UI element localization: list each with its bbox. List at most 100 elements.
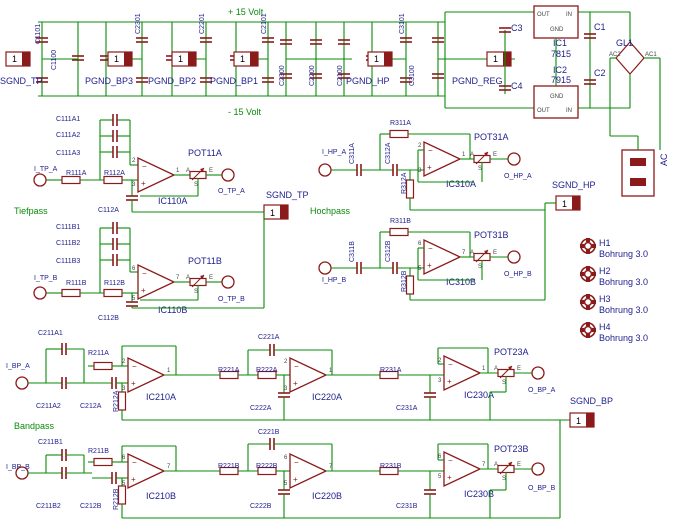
in-tp-b-label: I_TP_B <box>34 275 58 282</box>
out-hp-b-terminal <box>507 250 521 264</box>
gnd-tp-connector <box>5 51 31 67</box>
ic230b-pin6: 6 <box>438 454 442 460</box>
ic1-regulator <box>533 5 579 39</box>
c2300-label: C2300 <box>279 65 286 86</box>
pot11a-label: POT11A <box>188 148 222 158</box>
c111b2-label: C111B2 <box>56 240 80 247</box>
lowpass-b: C111B1 C111B2 C111B3 I_TP_B R111B R112B … <box>33 221 264 322</box>
gnd-bp1-connector <box>233 51 259 67</box>
pot23b-s: S <box>502 476 506 482</box>
pot31a-label: POT31A <box>474 132 509 142</box>
hole-h2-name: H2 <box>599 266 611 276</box>
pot23a-s: S <box>502 380 506 386</box>
c221b-label: C221B <box>258 429 280 436</box>
ic310b-pin5: 5 <box>418 266 422 272</box>
ic110a-pin2: 2 <box>132 158 136 164</box>
decoupling-bp2: 1 PGND_BP2 C2201 <box>148 13 213 96</box>
ic220b-pin7: 7 <box>329 464 333 470</box>
bandpass-section-label: Bandpass <box>14 421 55 431</box>
c212a-label: C212A <box>80 403 102 410</box>
hole-h1-name: H1 <box>599 238 611 248</box>
ic2-part: 7915 <box>551 75 571 85</box>
out-bp-b-label: O_BP_B <box>528 485 556 492</box>
out-tp-a-label: O_TP_A <box>218 188 245 195</box>
r112b-label: R112B <box>104 280 125 287</box>
sgnd-tp-pin: 1 <box>270 208 275 218</box>
decoupling-tp: 1 SGND_TP C1101 C1100 <box>0 22 85 96</box>
ic230a-pin1: 1 <box>482 366 486 372</box>
pot23b-e: E <box>517 462 521 468</box>
pot23b-a: A <box>494 462 498 468</box>
r212a-label: R212A <box>113 390 120 412</box>
ic210a-pin1: 1 <box>167 368 171 374</box>
c2200-label: C2200 <box>309 65 316 86</box>
r221a-label: R221A <box>218 367 240 374</box>
c231a-label: C231A <box>396 405 418 412</box>
pot23a-a: A <box>494 366 498 372</box>
ic220b-label: IC220B <box>312 491 342 501</box>
negative-rail-label: - 15 Volt <box>228 107 262 117</box>
bridge-label: GL1 <box>616 38 633 48</box>
ic230a-pin2: 2 <box>438 358 442 364</box>
c4-label: C4 <box>511 81 523 91</box>
ic110b-pin6: 6 <box>132 266 136 272</box>
sgnd-tp-label: SGND_TP <box>266 190 309 200</box>
c111a3-label: C111A3 <box>56 150 80 157</box>
out-hp-a-label: O_HP_A <box>504 173 532 180</box>
ic110b-pin7: 7 <box>176 275 180 281</box>
gnd-bp1-label: PGND_BP1 <box>210 76 258 86</box>
hole-h4-icon <box>579 321 597 339</box>
c211a1-label: C211A1 <box>38 330 63 337</box>
ic2-label: IC2 <box>553 65 567 75</box>
ic220a-label: IC220A <box>312 392 342 402</box>
decoupling-bp1: 1 PGND_BP1 C2101 <box>210 13 275 96</box>
pot31b-label: POT31B <box>474 230 509 240</box>
c211b1-label: C211B1 <box>38 439 63 446</box>
c311a-label: C311A <box>349 143 356 164</box>
opamp-ic310a <box>423 141 461 177</box>
lowpass-section-label: Tiefpass <box>14 206 48 216</box>
gnd-bp1-pin: 1 <box>240 54 245 64</box>
pot31b-s: S <box>478 264 482 270</box>
ac-label: AC <box>659 153 669 166</box>
c1100-label: C1100 <box>51 50 58 70</box>
gnd-reg-pin: 1 <box>493 54 498 64</box>
out-tp-a-terminal <box>221 168 235 182</box>
opamp-ic310b <box>423 239 461 275</box>
lowpass-a: C111A1 C111A2 C111A3 I_TP_A R111A R112A … <box>33 113 264 214</box>
gnd-bp2-label: PGND_BP2 <box>148 76 196 86</box>
ic1-label: IC1 <box>553 38 567 48</box>
c111a1-label: C111A1 <box>56 116 80 123</box>
hole-h4-desc: Bohrung 3.0 <box>599 333 648 343</box>
r112a-label: R112A <box>104 170 125 177</box>
in-hp-a-label: I_HP_A <box>322 149 346 156</box>
in-tp-b-terminal <box>33 286 47 300</box>
ic230a-label: IC230A <box>464 390 494 400</box>
ic210a-pin2: 2 <box>122 359 126 365</box>
gnd-reg-label: PGND_REG <box>452 76 503 86</box>
ic310b-label: IC310B <box>446 277 476 287</box>
r231a-label: R231A <box>380 367 402 374</box>
c2301-label: C2301 <box>135 13 142 34</box>
c221a-label: C221A <box>258 334 280 341</box>
hole-h1-desc: Bohrung 3.0 <box>599 249 648 259</box>
decoupling-reg: 1 PGND_REG <box>431 12 515 108</box>
r211b-label: R211B <box>88 448 109 455</box>
in-tp-a-label: I_TP_A <box>34 166 58 173</box>
ac1-label: AC1 <box>645 52 657 58</box>
c2-label: C2 <box>594 68 606 78</box>
hole-h3-desc: Bohrung 3.0 <box>599 305 648 315</box>
in-bp-b-label: I_BP_B <box>6 464 30 471</box>
c2201-label: C2201 <box>199 13 206 34</box>
r111b-label: R111B <box>66 280 87 287</box>
pot11b-e: E <box>209 275 213 281</box>
decoupling-bulk: C2300 C2200 C2100 <box>279 22 352 96</box>
gnd-reg-connector <box>486 51 512 67</box>
ic2-gnd: GND <box>550 94 564 100</box>
ic210b-pin7: 7 <box>167 464 171 470</box>
gnd-tp-top-label: SGND_TP <box>0 76 43 86</box>
hole-h1-icon <box>579 237 597 255</box>
mounting-holes: H1 Bohrung 3.0 H2 Bohrung 3.0 H3 Bohrung… <box>579 237 648 343</box>
pot31a-s: S <box>478 166 482 172</box>
